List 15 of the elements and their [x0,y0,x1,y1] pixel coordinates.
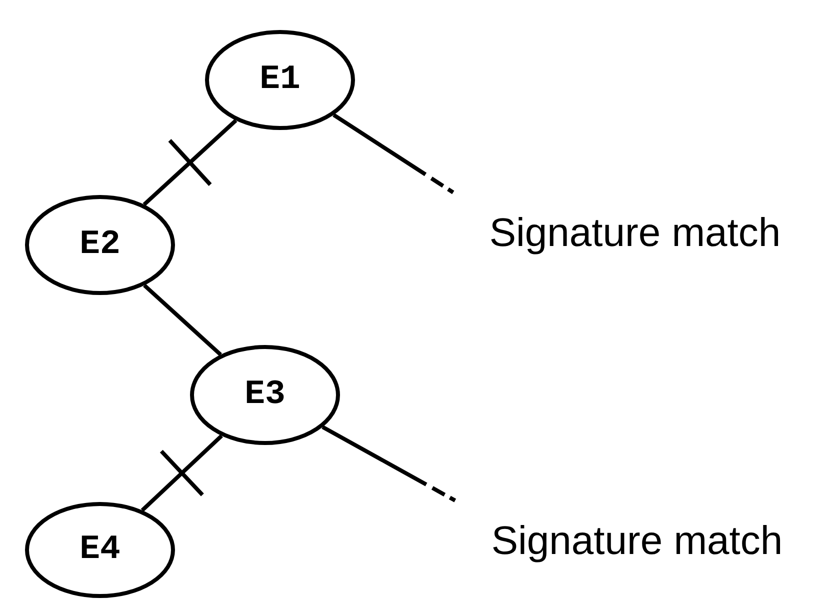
connector-line [322,425,457,503]
connector-line [140,434,223,512]
match-label: Signature match [489,210,781,256]
ellipse-node [190,345,340,445]
node-label: E4 [80,531,120,569]
connector-line [332,113,456,195]
node-label: E1 [260,61,300,99]
match-label: Signature match [491,518,783,564]
node-label: E2 [80,226,120,264]
ellipse-node [25,502,175,598]
connector-line [142,118,238,206]
ellipse-node [205,30,355,130]
ellipse-node [25,195,175,295]
node-label: E3 [244,376,286,414]
connector-line [143,284,222,356]
